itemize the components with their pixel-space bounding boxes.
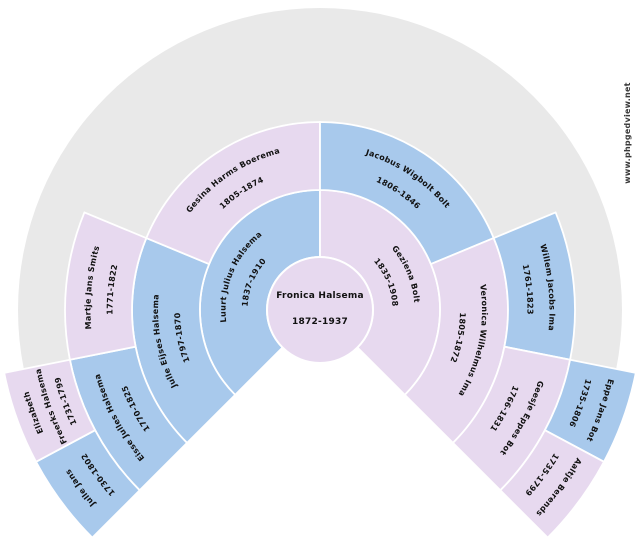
center-person-dates: 1872-1937	[292, 317, 348, 327]
watermark: www.phpgedview.net	[623, 82, 632, 183]
fan-segment-aaltje-berends[interactable]	[499, 428, 606, 539]
fan-center-circle[interactable]	[266, 256, 374, 364]
fan-segment-elizabeth-freerks-halsema[interactable]	[3, 358, 97, 464]
fan-segment-martje-jans-smits[interactable]	[64, 211, 148, 361]
fan-segment-willem-jacobs-ima[interactable]	[492, 211, 576, 361]
center-person-name: Fronica Halsema	[276, 291, 364, 301]
